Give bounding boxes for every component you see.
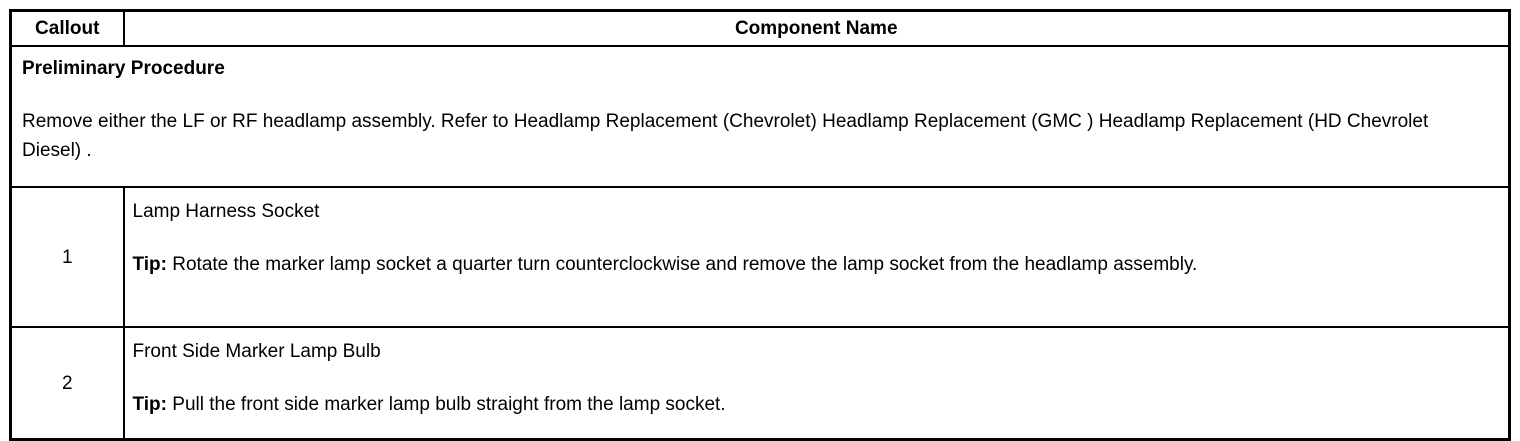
tip-text-1: Rotate the marker lamp socket a quarter … bbox=[172, 254, 1198, 275]
tip-text-2: Pull the front side marker lamp bulb str… bbox=[172, 394, 726, 415]
table-header-row: Callout Component Name bbox=[9, 9, 1511, 47]
preliminary-procedure-cell: Preliminary Procedure Remove either the … bbox=[9, 45, 1511, 188]
callout-column-header: Callout bbox=[9, 9, 125, 47]
component-name-2: Front Side Marker Lamp Bulb bbox=[132, 341, 381, 362]
component-cell-2: Front Side Marker Lamp Bulb Tip: Pull th… bbox=[122, 326, 1511, 441]
component-name-column-header: Component Name bbox=[122, 9, 1511, 47]
table-row: 2 Front Side Marker Lamp Bulb Tip: Pull … bbox=[9, 326, 1511, 441]
tip-label-1: Tip: bbox=[132, 254, 167, 275]
callout-number-1: 1 bbox=[9, 186, 125, 328]
callout-component-table: Callout Component Name Preliminary Proce… bbox=[9, 9, 1511, 441]
callout-number-2: 2 bbox=[9, 326, 125, 441]
component-cell-1: Lamp Harness Socket Tip: Rotate the mark… bbox=[122, 186, 1511, 328]
preliminary-procedure-title: Preliminary Procedure bbox=[22, 58, 225, 79]
preliminary-procedure-row: Preliminary Procedure Remove either the … bbox=[9, 45, 1511, 188]
component-tip-2: Tip: Pull the front side marker lamp bul… bbox=[133, 390, 1433, 419]
table-row: 1 Lamp Harness Socket Tip: Rotate the ma… bbox=[9, 186, 1511, 328]
document-page: Callout Component Name Preliminary Proce… bbox=[9, 9, 1511, 441]
preliminary-procedure-text: Remove either the LF or RF headlamp asse… bbox=[22, 111, 1429, 161]
component-tip-1: Tip: Rotate the marker lamp socket a qua… bbox=[133, 250, 1433, 279]
tip-label-2: Tip: bbox=[132, 394, 167, 415]
component-name-1: Lamp Harness Socket bbox=[132, 201, 320, 222]
